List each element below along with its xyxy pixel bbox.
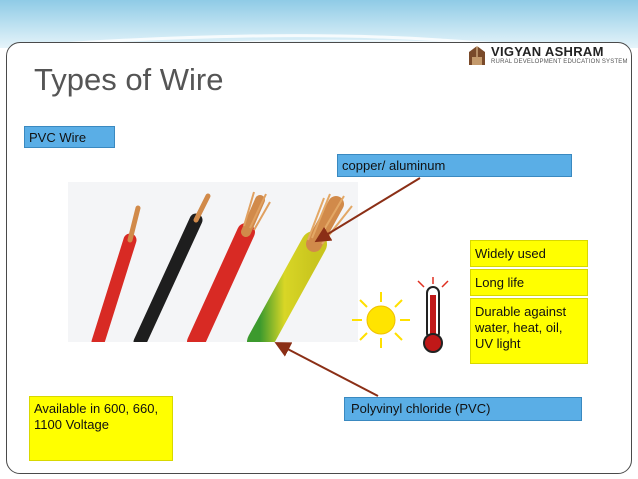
sun-icon <box>352 292 410 348</box>
logo-name: VIGYAN ASHRAM <box>491 44 604 59</box>
ashram-emblem-icon <box>469 46 485 65</box>
insulation-label: Polyvinyl chloride (PVC) <box>344 397 582 421</box>
thermometer-icon <box>417 277 449 353</box>
long-life-label: Long life <box>470 269 588 296</box>
voltage-label: Available in 600, 660, 1100 Voltage <box>29 396 173 461</box>
pvc-wire-label: PVC Wire <box>24 126 115 148</box>
pvc-wires-image <box>68 182 358 342</box>
conductor-label: copper/ aluminum <box>337 154 572 177</box>
slide-title: Types of Wire <box>34 62 224 97</box>
durable-label: Durable against water, heat, oil, UV lig… <box>470 298 588 364</box>
vigyan-ashram-logo: VIGYAN ASHRAM RURAL DEVELOPMENT EDUCATIO… <box>467 44 631 70</box>
widely-used-label: Widely used <box>470 240 588 267</box>
logo-tagline: RURAL DEVELOPMENT EDUCATION SYSTEM <box>491 59 628 65</box>
